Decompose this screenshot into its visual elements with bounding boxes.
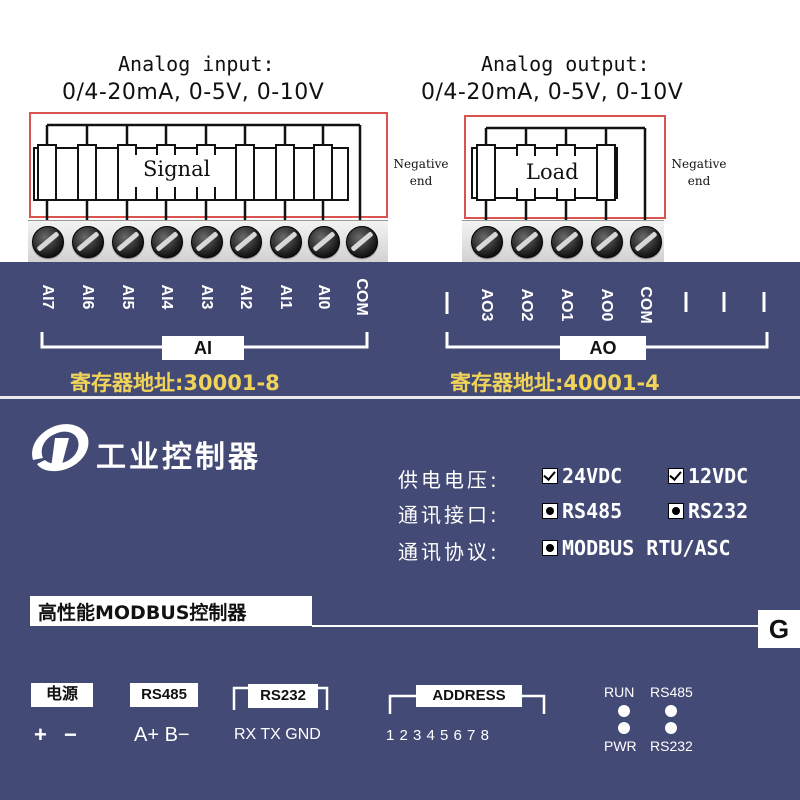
rs232-badge: RS232 [248, 684, 318, 708]
led-rs485-label: RS485 [650, 684, 693, 700]
ao-terminal-screw[interactable] [551, 226, 583, 258]
ai-terminal-screw[interactable] [191, 226, 223, 258]
ai-terminal-screw[interactable] [230, 226, 262, 258]
radio-dot-icon [542, 540, 558, 556]
led-rs232-label: RS232 [650, 738, 693, 754]
radio-dot-icon [668, 503, 684, 519]
model-banner-text: 高性能MODBUS控制器 [38, 602, 247, 624]
ai-signal-label-bg [130, 155, 225, 187]
ai-terminal-screw[interactable] [308, 226, 340, 258]
banner-underline [312, 625, 758, 627]
ai-negative-end-label: Negative end [393, 157, 449, 188]
comm-port-rs232[interactable]: RS232 [668, 499, 748, 523]
ao-terminal-screw[interactable] [511, 226, 543, 258]
checkbox-checked-icon [542, 468, 558, 484]
rs232-pins-label: RX TX GND [234, 726, 321, 743]
brand-name: 工业控制器 [96, 440, 261, 475]
ao-terminal-screw[interactable] [630, 226, 662, 258]
ao-load-label-bg [506, 156, 594, 188]
led-rs485-indicator [665, 705, 677, 717]
rs485-badge: RS485 [130, 683, 198, 707]
power-badge: 电源 [31, 683, 93, 707]
ai-terminal-screw[interactable] [151, 226, 183, 258]
radio-dot-icon [542, 503, 558, 519]
rs485-pins-label: A+ B− [134, 724, 190, 746]
ai-terminal-screw[interactable] [346, 226, 378, 258]
analog-output-title: Analog output: [481, 52, 650, 76]
signal-label: Signal [143, 157, 211, 181]
led-run-label: RUN [604, 684, 635, 700]
power-minus-label: − [64, 722, 77, 747]
wiring-diagram [29, 112, 666, 230]
ground-terminal-label: G [758, 610, 800, 648]
led-pwr-indicator [618, 722, 630, 734]
analog-output-ranges: 0/4-20mA, 0-5V, 0-10V [421, 80, 684, 105]
power-option-12vdc[interactable]: 12VDC [668, 464, 748, 488]
load-label: Load [526, 160, 579, 184]
company-logo-icon [32, 424, 89, 472]
ao-terminal-screw[interactable] [591, 226, 623, 258]
ai-wiring-frame [29, 112, 388, 218]
ao-badge: AO [560, 336, 646, 360]
ao-negative-end-label: Negative end [671, 157, 727, 188]
led-run-indicator [618, 705, 630, 717]
led-pwr-label: PWR [604, 738, 637, 754]
power-plus-label: + [34, 722, 47, 747]
comm-port-rs485[interactable]: RS485 [542, 499, 622, 523]
panel-divider [0, 396, 800, 399]
analog-input-title: Analog input: [118, 52, 275, 76]
ai-terminal-screw[interactable] [270, 226, 302, 258]
protocol-value: MODBUS RTU/ASC [542, 536, 731, 560]
ai-badge: AI [162, 336, 244, 360]
comm-port-label: 通讯接口: [398, 503, 500, 527]
model-banner-box [30, 596, 312, 626]
ao-register-address: 寄存器地址:40001-4 [450, 371, 660, 395]
device-upper-panel [0, 262, 800, 397]
ai-terminal-screw[interactable] [112, 226, 144, 258]
power-option-24vdc[interactable]: 24VDC [542, 464, 622, 488]
ao-terminal-screw[interactable] [471, 226, 503, 258]
ai-terminal-screw[interactable] [32, 226, 64, 258]
ai-register-address: 寄存器地址:30001-8 [70, 371, 280, 395]
ai-terminal-screw[interactable] [72, 226, 104, 258]
address-dip-digits: 1 2 3 4 5 6 7 8 [386, 727, 489, 744]
address-badge: ADDRESS [416, 685, 522, 707]
led-rs232-indicator [665, 722, 677, 734]
checkbox-checked-icon [668, 468, 684, 484]
analog-input-ranges: 0/4-20mA, 0-5V, 0-10V [62, 80, 325, 105]
power-voltage-label: 供电电压: [398, 468, 500, 492]
protocol-label: 通讯协议: [398, 540, 500, 564]
